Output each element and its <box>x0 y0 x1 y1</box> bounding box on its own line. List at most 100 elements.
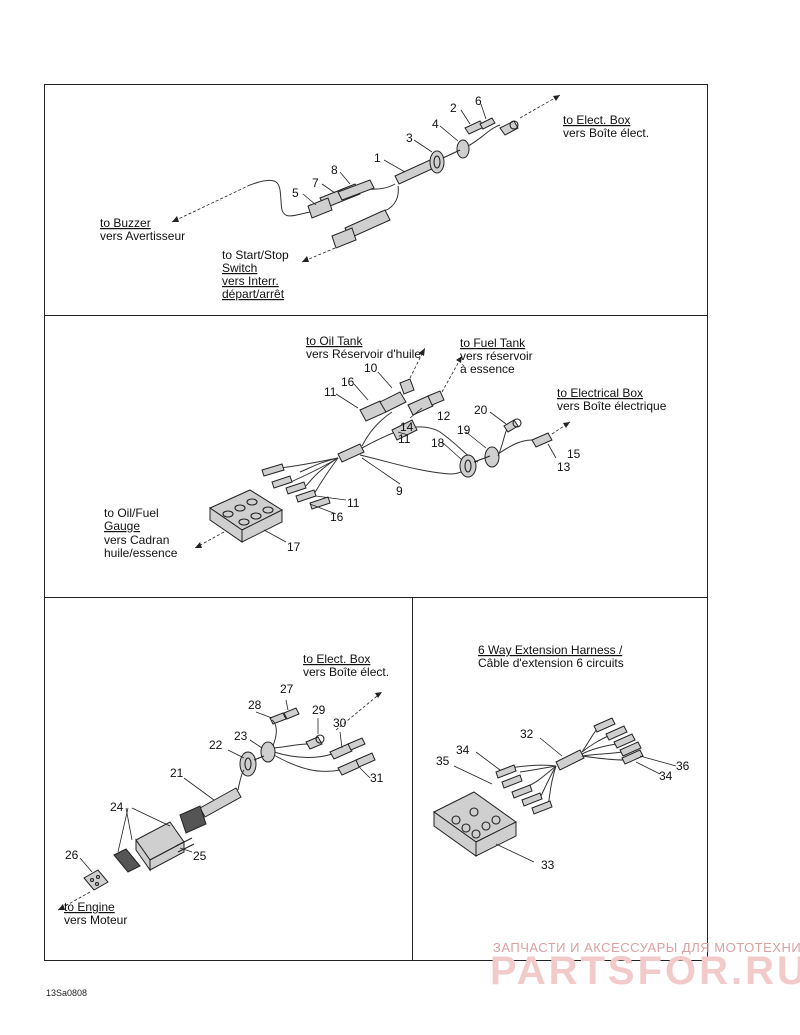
callout-16-b: 16 <box>330 510 344 524</box>
panel-3-harness <box>57 691 383 911</box>
callout-11-a: 11 <box>324 385 337 399</box>
panel-1-harness <box>171 94 561 263</box>
label-vers-boite-elect: vers Boîte élect. <box>563 126 649 140</box>
diagram-frame <box>44 84 708 961</box>
label-to-elect-box: to Elect. Box <box>563 113 630 127</box>
label-vers-boite-electrique: vers Boîte électrique <box>557 399 667 413</box>
panel-4-extension-harness <box>433 717 677 863</box>
callout-2: 2 <box>450 101 457 115</box>
grommet-3 <box>429 150 445 174</box>
callout-15: 15 <box>567 447 581 461</box>
label-vers-cadran: vers Cadran <box>104 533 169 547</box>
label-vers-boite-elect-3: vers Boîte élect. <box>303 665 389 679</box>
label-gauge: Gauge <box>104 519 140 533</box>
label-to-electrical-box: to Electrical Box <box>557 386 643 400</box>
label-a-essence: à essence <box>460 362 515 376</box>
connector-24 <box>179 805 207 834</box>
callout-8: 8 <box>331 163 338 177</box>
figure-code: 13Sa0808 <box>46 988 87 998</box>
connector-23 <box>260 741 276 763</box>
callout-33: 33 <box>541 858 555 872</box>
callout-25: 25 <box>193 849 207 863</box>
callout-20: 20 <box>474 403 488 417</box>
callout-31: 31 <box>370 771 384 785</box>
connector-4 <box>456 139 470 159</box>
ring-terminal <box>499 120 519 136</box>
panel-2-harness <box>194 347 571 549</box>
callout-10: 10 <box>364 361 378 375</box>
label-vers-avertisseur: vers Avertisseur <box>100 229 185 243</box>
label-vers-moteur: vers Moteur <box>64 913 127 927</box>
callout-19: 19 <box>457 423 471 437</box>
callout-34-b: 34 <box>659 769 673 783</box>
callout-36: 36 <box>676 759 690 773</box>
callout-32: 32 <box>520 727 534 741</box>
label-depart-arret: départ/arrêt <box>222 287 285 301</box>
label-to-oil-fuel: to Oil/Fuel <box>104 506 159 520</box>
label-extension-harness-fr: Câble d'extension 6 circuits <box>478 656 624 670</box>
callout-23: 23 <box>234 729 248 743</box>
harness-tube-1 <box>394 159 435 185</box>
label-vers-interr: vers Interr. <box>222 274 279 288</box>
callout-29: 29 <box>312 703 326 717</box>
callout-27: 27 <box>280 682 294 696</box>
grommet-18 <box>459 454 477 478</box>
callout-6: 6 <box>475 94 482 108</box>
connector-10 <box>379 391 407 413</box>
terminal-6 <box>479 117 496 130</box>
terminal-28 <box>269 712 287 725</box>
callout-17: 17 <box>287 540 301 554</box>
connector-8 <box>337 179 375 201</box>
connector-12 <box>407 395 434 416</box>
callout-24: 24 <box>110 800 124 814</box>
label-huile-essence: huile/essence <box>104 546 178 560</box>
label-switch: Switch <box>222 261 257 275</box>
label-to-elect-box-3: to Elect. Box <box>303 652 370 666</box>
connector-19 <box>484 446 500 468</box>
divider-2 <box>44 597 708 598</box>
callout-22: 22 <box>209 738 223 752</box>
callout-4: 4 <box>432 117 439 131</box>
ring-terminal-20 <box>503 419 519 433</box>
callout-16-a: 16 <box>341 375 355 389</box>
callout-9: 9 <box>396 484 403 498</box>
callout-26: 26 <box>65 848 79 862</box>
terminal-13 <box>531 432 553 448</box>
connector-5 <box>307 197 333 219</box>
ring-terminal-29 <box>305 736 323 750</box>
watermark-tagline: ЗАПЧАСТИ И АКСЕССУАРЫ ДЛЯ МОТОТЕХНИКИ <box>493 940 800 955</box>
callout-1: 1 <box>374 151 381 165</box>
callout-13: 13 <box>557 460 571 474</box>
cap-26 <box>83 869 109 891</box>
callout-28: 28 <box>248 698 262 712</box>
label-to-oil-tank: to Oil Tank <box>306 334 363 348</box>
label-vers-reservoir-huile: vers Réservoir d'huile <box>306 347 421 361</box>
label-extension-harness-en: 6 Way Extension Harness / <box>478 643 623 657</box>
callout-35: 35 <box>436 754 450 768</box>
callout-3: 3 <box>406 131 413 145</box>
callout-5: 5 <box>292 186 299 200</box>
divider-3 <box>412 597 413 961</box>
callout-11-c: 11 <box>347 496 360 510</box>
callout-7: 7 <box>312 176 319 190</box>
harness-21 <box>199 787 242 818</box>
label-to-engine: to Engine <box>64 900 115 914</box>
callout-11-b: 11 <box>398 432 411 446</box>
watermark-logo: PARTSFOR.RU <box>490 949 800 993</box>
label-to-fuel-tank: to Fuel Tank <box>460 336 526 350</box>
callout-21: 21 <box>170 766 184 780</box>
connector-14 <box>391 419 418 441</box>
callout-14: 14 <box>400 420 414 434</box>
callout-34-a: 34 <box>456 743 470 757</box>
harness-32 <box>555 749 585 771</box>
callout-30: 30 <box>333 716 347 730</box>
label-vers-reservoir: vers réservoir <box>460 349 533 363</box>
callout-12: 12 <box>437 409 451 423</box>
label-to-start-stop: to Start/Stop <box>222 248 289 262</box>
callout-18: 18 <box>431 436 445 450</box>
terminal-27 <box>283 707 300 720</box>
label-to-buzzer: to Buzzer <box>100 216 151 230</box>
harness-9 <box>337 443 365 463</box>
divider-1 <box>44 315 708 316</box>
